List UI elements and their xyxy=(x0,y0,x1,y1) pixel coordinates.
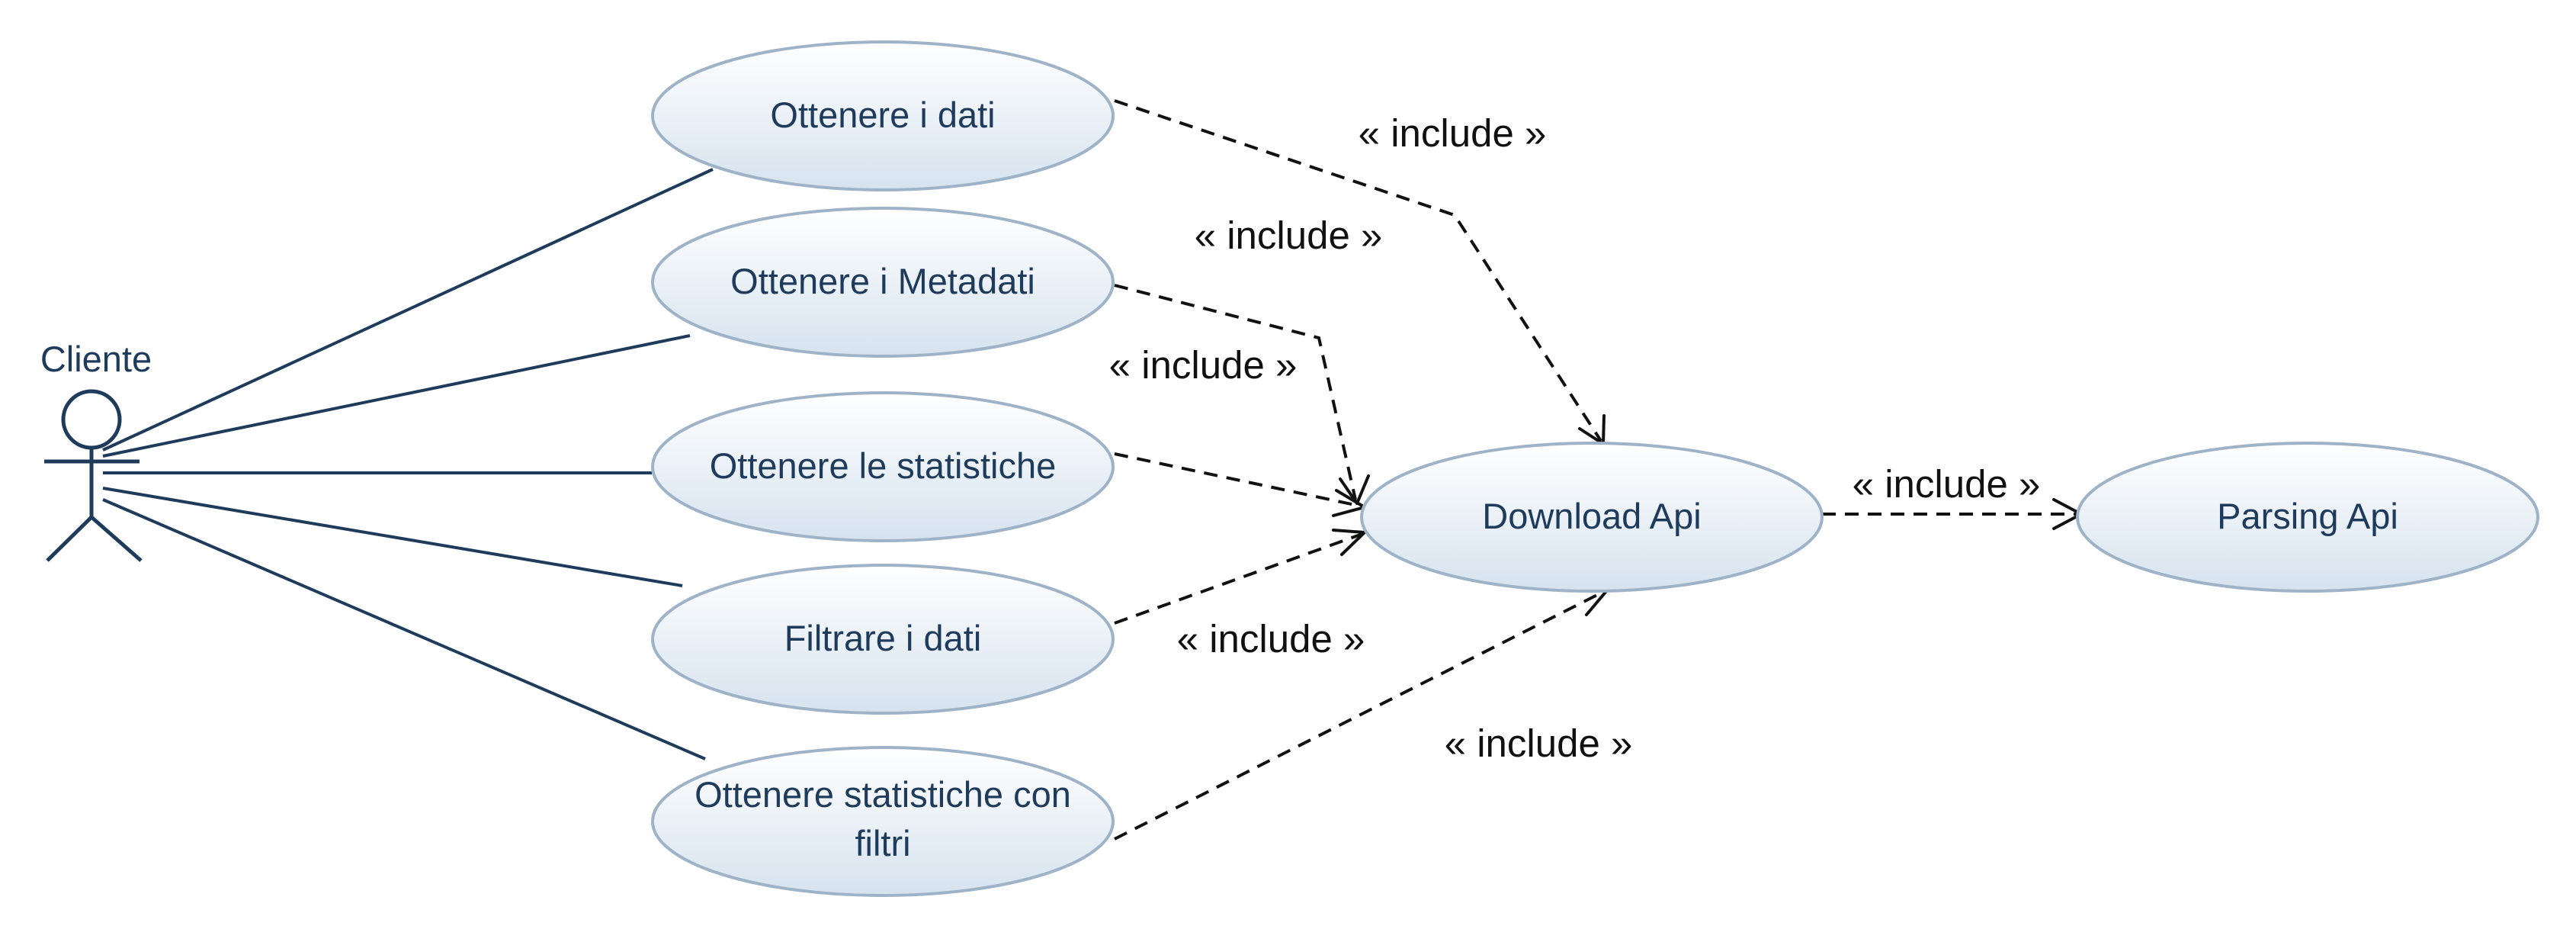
include-label: « include » xyxy=(1195,214,1383,257)
include-label: « include » xyxy=(1359,111,1547,155)
association-filtrare-dati xyxy=(102,487,683,587)
use-case-ottenere-metadati[interactable]: Ottenere i Metadati xyxy=(651,207,1115,358)
arrowhead-icon xyxy=(1573,588,1609,616)
include-statistiche-to-download xyxy=(1114,452,1363,508)
use-case-ellipse xyxy=(651,207,1115,358)
use-case-label-line2: filtri xyxy=(855,823,910,863)
use-case-ellipse xyxy=(651,746,1115,897)
use-case-label-line1: Ottenere statistiche con xyxy=(695,774,1071,815)
use-case-ellipse xyxy=(651,40,1115,191)
include-label: « include » xyxy=(1177,617,1365,661)
include-label: « include » xyxy=(1109,343,1298,387)
include-metadati-to-download xyxy=(1114,284,1357,500)
use-case-ellipse xyxy=(1360,442,1824,593)
stick-figure-icon xyxy=(44,389,143,562)
use-case-ottenere-dati[interactable]: Ottenere i dati xyxy=(651,40,1115,191)
use-case-label: Ottenere i Metadati xyxy=(730,261,1035,301)
use-case-ellipse xyxy=(2076,442,2539,593)
include-ottenere-dati-to-download xyxy=(1114,99,1602,442)
include-label: « include » xyxy=(1445,722,1633,765)
include-filtrare-to-download xyxy=(1114,532,1363,625)
use-case-ottenere-statistiche[interactable]: Ottenere le statistiche xyxy=(651,391,1115,542)
use-case-ellipse xyxy=(651,564,1115,715)
use-case-label: Ottenere i dati xyxy=(770,95,995,135)
associations xyxy=(102,168,714,760)
include-label: « include » xyxy=(1853,462,2041,506)
actor-label: Cliente xyxy=(40,339,152,379)
use-case-filtrare-dati[interactable]: Filtrare i dati xyxy=(651,564,1115,715)
use-case-label: Ottenere le statistiche xyxy=(710,445,1057,486)
use-case-label: Parsing Api xyxy=(2217,496,2398,536)
use-case-statistiche-filtri[interactable]: Ottenere statistiche con filtri xyxy=(651,746,1115,897)
association-statistiche-filtri xyxy=(102,498,706,760)
include-labels: « include » « include » « include » « in… xyxy=(1109,111,2041,765)
include-statistiche-filtri-to-download xyxy=(1114,590,1606,841)
use-case-parsing-api[interactable]: Parsing Api xyxy=(2076,442,2539,593)
arrowhead-icon xyxy=(1332,529,1366,556)
use-case-download-api[interactable]: Download Api xyxy=(1360,442,1824,593)
association-ottenere-dati xyxy=(102,168,714,452)
association-ottenere-metadati xyxy=(102,334,691,458)
use-case-ellipse xyxy=(651,391,1115,542)
use-case-label: Filtrare i dati xyxy=(784,618,982,658)
actor-cliente: Cliente xyxy=(40,339,152,562)
use-case-label: Download Api xyxy=(1482,496,1701,536)
